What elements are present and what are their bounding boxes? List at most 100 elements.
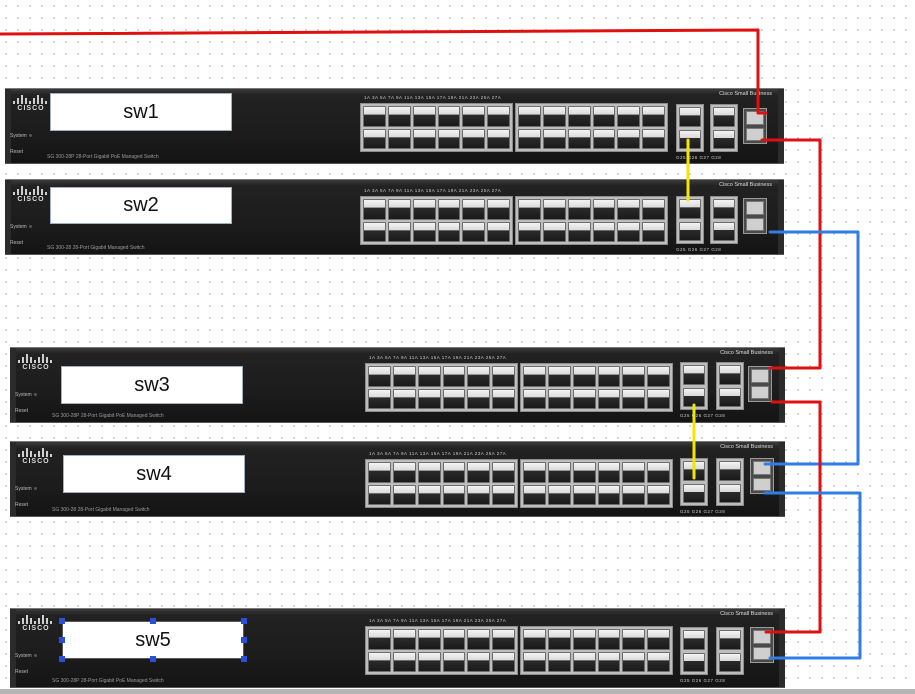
ethernet-port[interactable] xyxy=(442,462,466,483)
uplink-port[interactable] xyxy=(719,483,741,503)
ethernet-port[interactable] xyxy=(622,629,646,650)
ethernet-port[interactable] xyxy=(518,128,541,149)
uplink-port[interactable] xyxy=(713,199,735,219)
ethernet-port[interactable] xyxy=(467,484,491,505)
ethernet-port[interactable] xyxy=(387,106,411,127)
ethernet-port[interactable] xyxy=(442,651,466,672)
uplink-port[interactable] xyxy=(683,652,705,672)
sfp-slot[interactable] xyxy=(753,646,771,660)
sfp-slot[interactable] xyxy=(746,217,764,231)
ethernet-port[interactable] xyxy=(547,366,571,387)
ethernet-port[interactable] xyxy=(567,199,591,220)
uplink-port[interactable] xyxy=(679,129,701,149)
ethernet-port[interactable] xyxy=(368,629,391,650)
uplink-port[interactable] xyxy=(683,387,705,407)
ethernet-port[interactable] xyxy=(368,366,391,387)
ethernet-port[interactable] xyxy=(547,388,571,409)
ethernet-port[interactable] xyxy=(523,388,546,409)
uplink-port[interactable] xyxy=(719,365,741,385)
ethernet-port[interactable] xyxy=(523,651,546,672)
ethernet-port[interactable] xyxy=(462,221,486,242)
ethernet-port[interactable] xyxy=(492,462,515,483)
ethernet-port[interactable] xyxy=(597,366,621,387)
ethernet-port[interactable] xyxy=(368,651,391,672)
ethernet-port[interactable] xyxy=(518,106,541,127)
ethernet-port[interactable] xyxy=(492,388,515,409)
ethernet-port[interactable] xyxy=(392,388,416,409)
uplink-port[interactable] xyxy=(719,652,741,672)
ethernet-port[interactable] xyxy=(647,629,670,650)
ethernet-port[interactable] xyxy=(417,484,441,505)
ethernet-port[interactable] xyxy=(442,388,466,409)
ethernet-port[interactable] xyxy=(572,366,596,387)
ethernet-port[interactable] xyxy=(467,388,491,409)
ethernet-port[interactable] xyxy=(622,366,646,387)
ethernet-port[interactable] xyxy=(617,128,641,149)
ethernet-port[interactable] xyxy=(523,462,546,483)
reset-button[interactable]: Reset xyxy=(10,240,24,246)
horizontal-scrollbar[interactable] xyxy=(0,689,915,694)
ethernet-port[interactable] xyxy=(572,629,596,650)
sfp-slot[interactable] xyxy=(746,111,764,125)
selection-handle[interactable] xyxy=(150,656,156,662)
sfp-slot[interactable] xyxy=(746,127,764,141)
selection-handle[interactable] xyxy=(150,618,156,624)
ethernet-port[interactable] xyxy=(442,366,466,387)
ethernet-port[interactable] xyxy=(542,128,566,149)
ethernet-port[interactable] xyxy=(542,106,566,127)
ethernet-port[interactable] xyxy=(417,629,441,650)
ethernet-port[interactable] xyxy=(647,462,670,483)
ethernet-port[interactable] xyxy=(547,629,571,650)
ethernet-port[interactable] xyxy=(417,462,441,483)
ethernet-port[interactable] xyxy=(363,221,386,242)
ethernet-port[interactable] xyxy=(492,629,515,650)
selection-handle[interactable] xyxy=(59,637,65,643)
uplink-port[interactable] xyxy=(683,461,705,481)
ethernet-port[interactable] xyxy=(597,462,621,483)
ethernet-port[interactable] xyxy=(387,128,411,149)
ethernet-port[interactable] xyxy=(592,199,616,220)
ethernet-port[interactable] xyxy=(567,221,591,242)
ethernet-port[interactable] xyxy=(518,221,541,242)
ethernet-port[interactable] xyxy=(622,388,646,409)
uplink-port[interactable] xyxy=(683,365,705,385)
ethernet-port[interactable] xyxy=(368,388,391,409)
ethernet-port[interactable] xyxy=(387,199,411,220)
ethernet-port[interactable] xyxy=(487,221,510,242)
switch-label-sw1[interactable]: sw1 xyxy=(50,93,232,131)
ethernet-port[interactable] xyxy=(412,199,436,220)
ethernet-port[interactable] xyxy=(617,106,641,127)
ethernet-port[interactable] xyxy=(597,388,621,409)
ethernet-port[interactable] xyxy=(437,106,461,127)
reset-button[interactable]: Reset xyxy=(10,149,24,155)
ethernet-port[interactable] xyxy=(392,462,416,483)
reset-button[interactable]: Reset xyxy=(15,502,29,508)
ethernet-port[interactable] xyxy=(642,199,665,220)
ethernet-port[interactable] xyxy=(617,199,641,220)
uplink-port[interactable] xyxy=(713,129,735,149)
ethernet-port[interactable] xyxy=(647,388,670,409)
ethernet-port[interactable] xyxy=(572,462,596,483)
sfp-slot[interactable] xyxy=(751,369,769,383)
ethernet-port[interactable] xyxy=(523,484,546,505)
sfp-slot[interactable] xyxy=(751,385,769,399)
ethernet-port[interactable] xyxy=(617,221,641,242)
ethernet-port[interactable] xyxy=(462,199,486,220)
ethernet-port[interactable] xyxy=(437,128,461,149)
ethernet-port[interactable] xyxy=(417,651,441,672)
ethernet-port[interactable] xyxy=(642,128,665,149)
ethernet-port[interactable] xyxy=(363,199,386,220)
ethernet-port[interactable] xyxy=(467,629,491,650)
ethernet-port[interactable] xyxy=(368,484,391,505)
ethernet-port[interactable] xyxy=(622,484,646,505)
ethernet-port[interactable] xyxy=(487,106,510,127)
ethernet-port[interactable] xyxy=(363,128,386,149)
reset-button[interactable]: Reset xyxy=(15,669,29,675)
uplink-port[interactable] xyxy=(679,199,701,219)
ethernet-port[interactable] xyxy=(547,651,571,672)
reset-button[interactable]: Reset xyxy=(15,408,29,414)
uplink-port[interactable] xyxy=(713,221,735,241)
switch-label-sw4[interactable]: sw4 xyxy=(63,455,245,493)
ethernet-port[interactable] xyxy=(642,106,665,127)
